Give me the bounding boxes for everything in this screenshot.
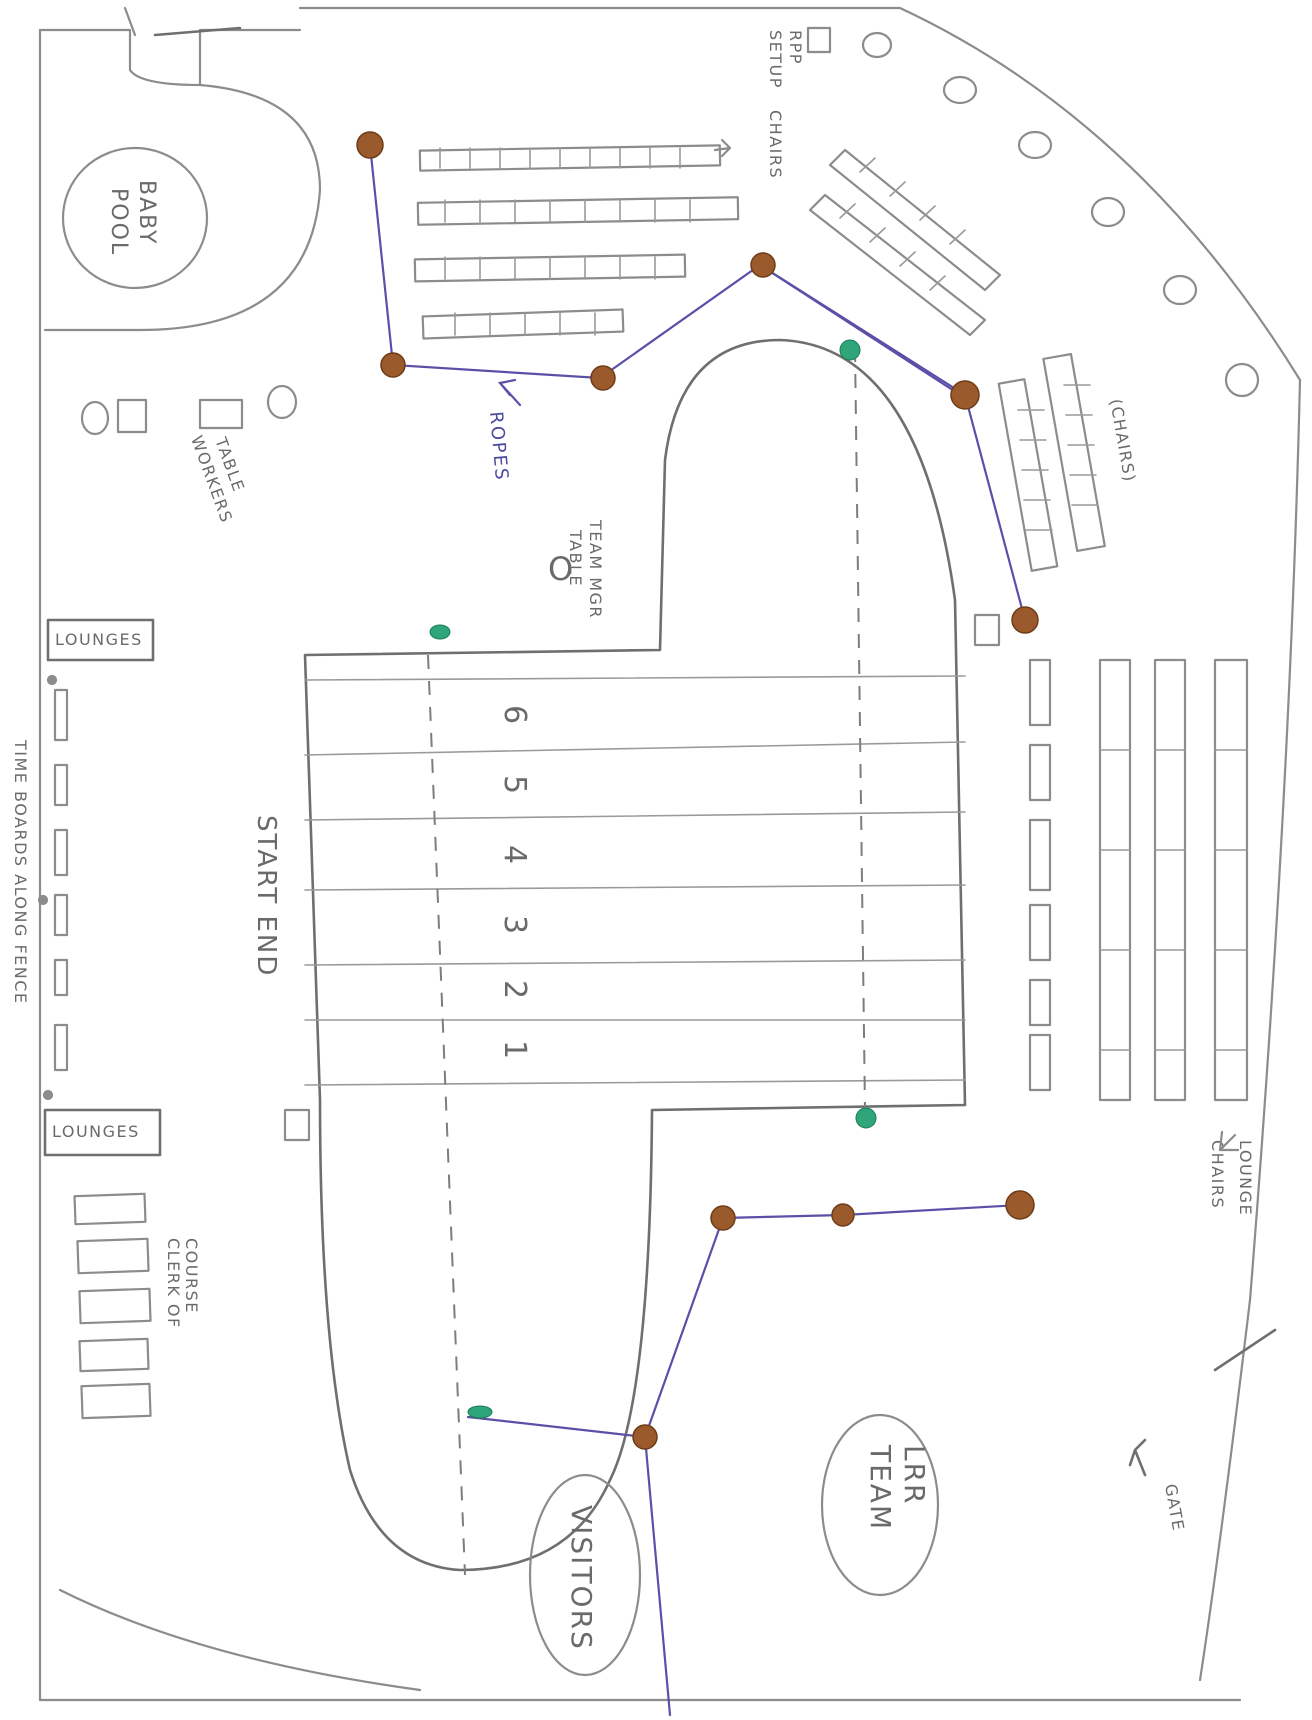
post bbox=[832, 1204, 854, 1226]
ropes-label: ROPES bbox=[485, 411, 512, 483]
starting-block-top bbox=[975, 615, 999, 645]
visitors-label: VISITORS bbox=[565, 1505, 598, 1651]
lounges-top: LOUNGES bbox=[48, 620, 153, 660]
post bbox=[357, 132, 383, 158]
timer-boxes bbox=[1030, 660, 1050, 1090]
clerk-label-2: COURSE bbox=[182, 1238, 201, 1314]
team-mgr-label-2: TABLE bbox=[566, 529, 585, 587]
marker bbox=[856, 1108, 876, 1128]
lane-2: 2 bbox=[497, 980, 532, 999]
gate-line bbox=[155, 28, 240, 35]
lane-6: 6 bbox=[497, 705, 532, 724]
post bbox=[1012, 607, 1038, 633]
green-markers bbox=[430, 340, 876, 1418]
ropes-arrow bbox=[500, 380, 520, 405]
lounge-chair-rows bbox=[1100, 660, 1247, 1100]
lane-numbers: 6 5 4 3 2 1 bbox=[497, 705, 532, 1059]
gate-arrow bbox=[1130, 1440, 1145, 1475]
post bbox=[381, 353, 405, 377]
start-end-label: START END bbox=[251, 815, 281, 977]
post bbox=[951, 381, 979, 409]
right-chair-block: (CHAIRS) bbox=[999, 354, 1140, 571]
post bbox=[591, 366, 615, 390]
lounge-chairs-label: LOUNGE CHAIRS bbox=[1208, 1140, 1255, 1223]
baby-pool-label: BABY POOL bbox=[106, 180, 159, 256]
time-boards bbox=[39, 676, 67, 1099]
visitors-area: VISITORS bbox=[530, 1475, 640, 1675]
deck-bottom-curve bbox=[60, 1590, 420, 1690]
deck-outline bbox=[40, 8, 1300, 1700]
top-benches bbox=[415, 145, 738, 338]
bench-arrow bbox=[715, 140, 730, 156]
post bbox=[711, 1206, 735, 1230]
lane-1: 1 bbox=[497, 1040, 532, 1059]
lane-5: 5 bbox=[497, 775, 532, 794]
flag-line-left bbox=[428, 655, 465, 1575]
rope-posts bbox=[357, 132, 1038, 1449]
team-mgr-label-1: TEAM MGR bbox=[586, 519, 605, 619]
deck-boundary bbox=[40, 30, 320, 330]
lrr-team-label-2: TEAM bbox=[864, 1444, 897, 1531]
diagonal-chair-rows bbox=[810, 150, 1000, 335]
lane-3: 3 bbox=[497, 915, 532, 934]
marker bbox=[840, 340, 860, 360]
pool-outline[interactable] bbox=[305, 340, 965, 1570]
rpp-setup: RPP SETUP bbox=[766, 28, 830, 89]
rpp-setup-label-1: RPP bbox=[786, 30, 805, 65]
post bbox=[633, 1425, 657, 1449]
post bbox=[751, 253, 775, 277]
lrr-team-label-1: LRR bbox=[898, 1445, 931, 1506]
lounge-ovals bbox=[863, 33, 1258, 396]
marker bbox=[430, 625, 450, 639]
post bbox=[1006, 1191, 1034, 1219]
lounges-bottom: LOUNGES bbox=[45, 1110, 160, 1155]
svg-text:TABLE WORKERS: TABLE WORKERS bbox=[187, 425, 257, 525]
team-mgr-table: O TEAM MGR TABLE bbox=[548, 519, 605, 626]
rpp-setup-label-2: SETUP bbox=[766, 30, 785, 89]
starting-block-bottom bbox=[285, 1110, 309, 1140]
svg-text:RPP SETUP: RPP SETUP bbox=[766, 30, 805, 89]
svg-text:CLERK OF COURSE: CLERK OF COURSE bbox=[164, 1238, 201, 1335]
lane-lines bbox=[305, 676, 965, 1085]
table-workers: TABLE WORKERS bbox=[82, 386, 296, 526]
chairs-top-label: CHAIRS bbox=[766, 110, 785, 179]
svg-text:TEAM MGR TABLE: TEAM MGR TABLE bbox=[566, 519, 605, 626]
svg-text:LRR TEAM: LRR TEAM bbox=[864, 1444, 931, 1531]
chairs-right-label: (CHAIRS) bbox=[1106, 397, 1139, 484]
time-boards-label: TIME BOARDS ALONG FENCE bbox=[11, 739, 30, 1005]
flag-line-right bbox=[855, 348, 865, 1110]
svg-text:LOUNGES: LOUNGES bbox=[55, 630, 143, 649]
gate-label: GATE bbox=[1161, 1482, 1188, 1533]
clerk-label-1: CLERK OF bbox=[164, 1238, 183, 1329]
svg-text:LOUNGES: LOUNGES bbox=[52, 1122, 140, 1141]
marker bbox=[468, 1406, 492, 1418]
lrr-team-area: LRR TEAM bbox=[822, 1415, 938, 1595]
clerk-of-course: CLERK OF COURSE bbox=[75, 1194, 201, 1418]
lane-4: 4 bbox=[497, 845, 532, 864]
